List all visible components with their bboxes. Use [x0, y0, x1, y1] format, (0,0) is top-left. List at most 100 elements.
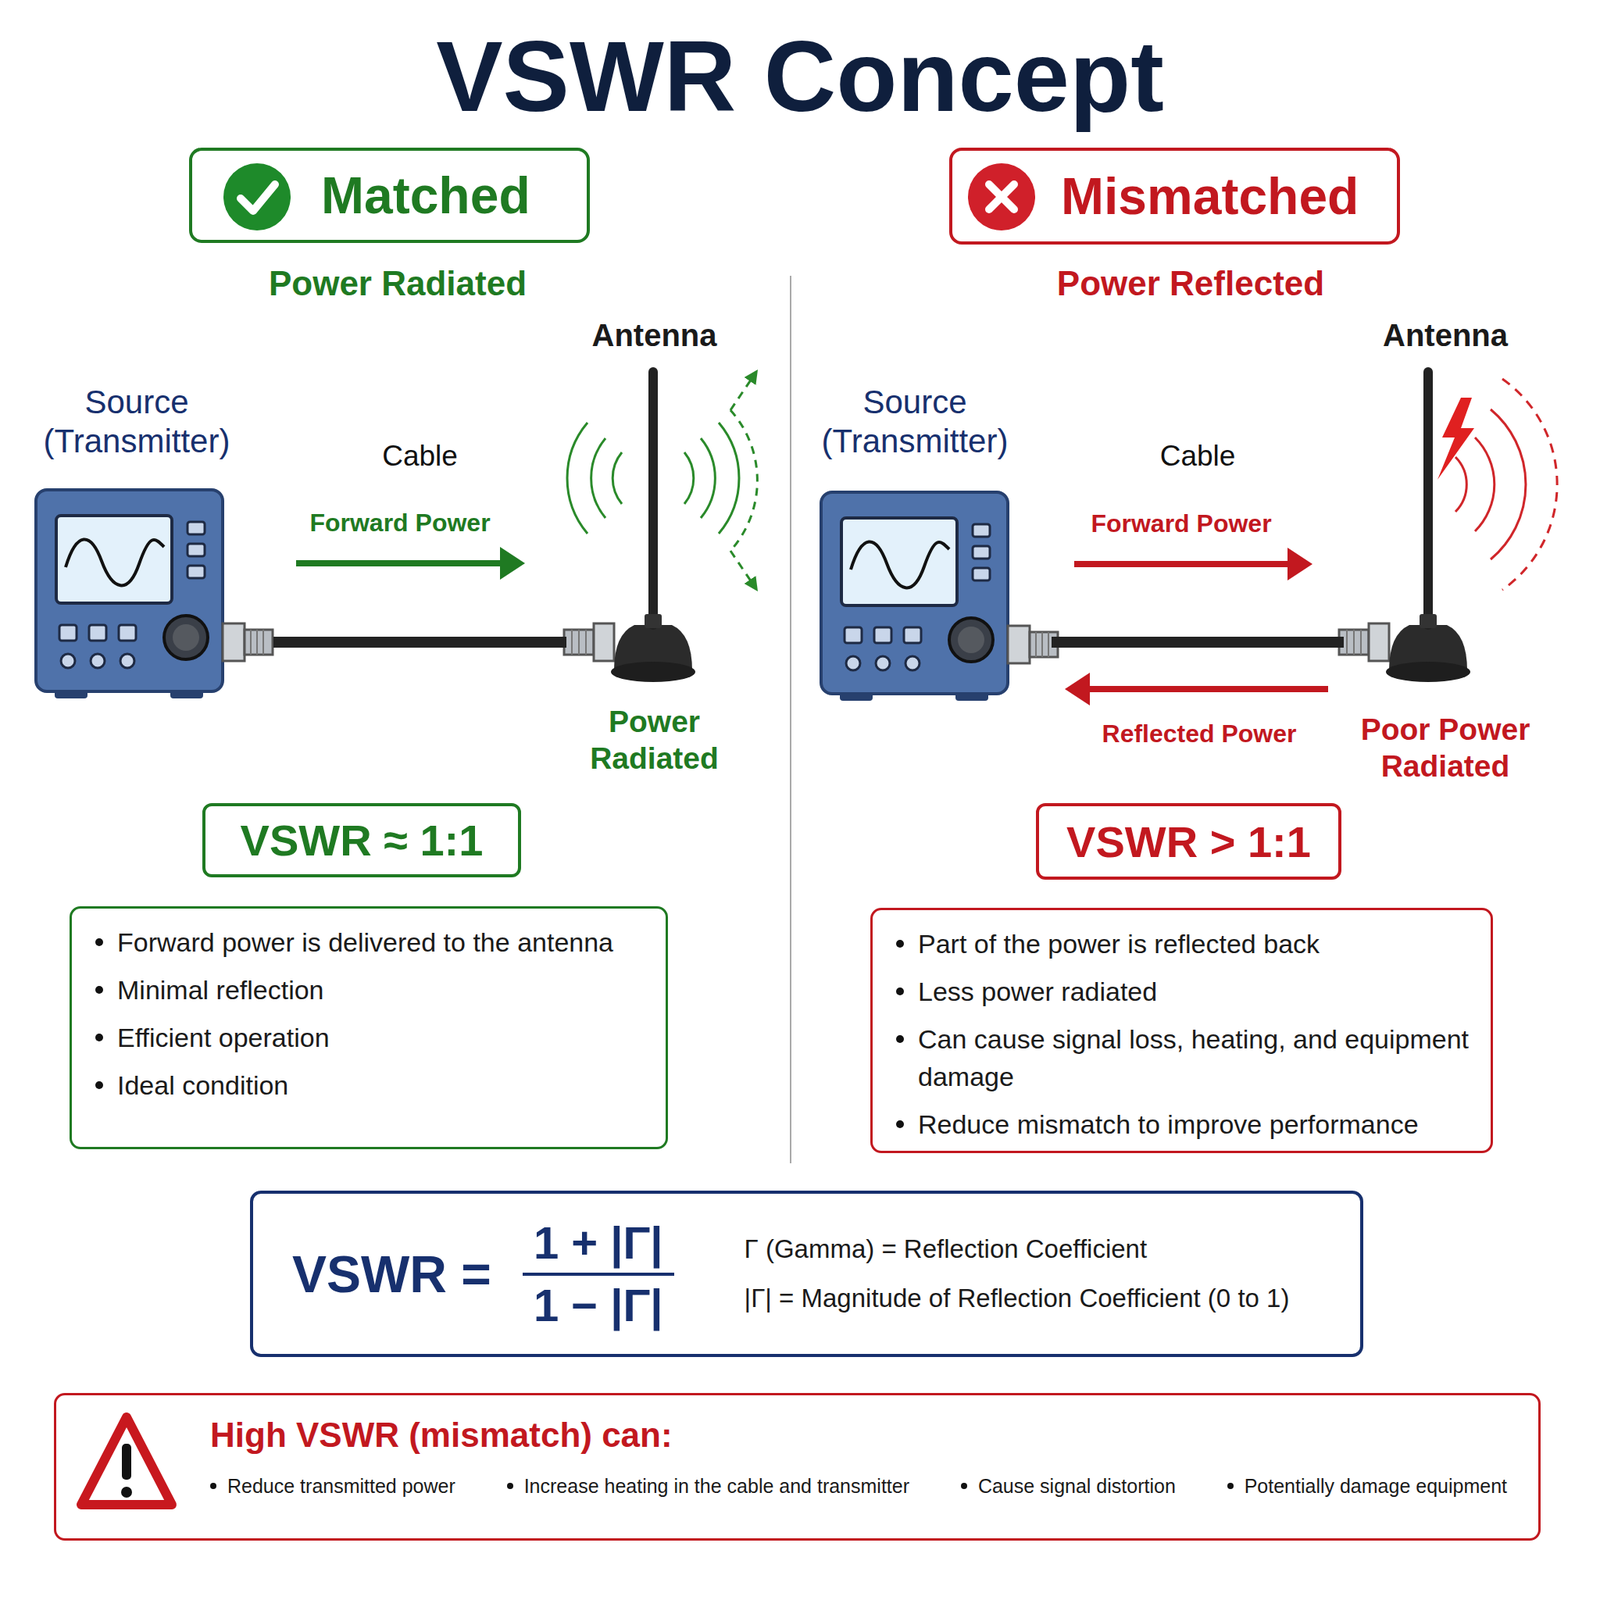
bullet-item: Efficient operation — [95, 1018, 647, 1057]
formula-box: VSWR = 1 + |Γ|1 − |Γ| Γ (Gamma) = Reflecti… — [250, 1190, 1364, 1358]
bullet-dot — [896, 1120, 904, 1129]
src-box: Source (Transmitter) — [15, 382, 274, 704]
warning-icon — [121, 1486, 133, 1498]
radio-waves — [700, 438, 715, 518]
bullet-item: Reduce mismatch to improve performance — [896, 1105, 1472, 1143]
bullet-text: Part of the power is reflected back — [917, 925, 1320, 963]
antenna-figure — [1339, 367, 1471, 683]
list-box: Part of the power is reflected backLess … — [870, 907, 1493, 1154]
page-title: VSWR Concept — [0, 16, 1600, 137]
bullet-dot — [896, 987, 904, 996]
formula-lhs: VSWR = — [292, 1244, 492, 1304]
bullet-text: Reduce transmitted power — [227, 1474, 456, 1498]
device-label: Source (Transmitter) — [15, 382, 258, 462]
bullet-dot — [896, 939, 904, 948]
cross-icon — [967, 163, 1036, 231]
badge-title: Mismatched — [1060, 166, 1359, 226]
bullet-text: Efficient operation — [117, 1018, 330, 1057]
radio-waves — [718, 422, 740, 534]
formula-note: Γ (Gamma) = Reflection Coefficient — [744, 1225, 1290, 1275]
bullet-text: Less power radiated — [917, 972, 1158, 1011]
text-label: Reflected Power — [1102, 718, 1297, 749]
antenna-figure — [564, 367, 696, 683]
bullet-text: Reduce mismatch to improve performance — [917, 1105, 1419, 1143]
bullet-text: Increase heating in the cable and transm… — [524, 1474, 910, 1498]
bullet-text: Forward power is delivered to the antenn… — [117, 923, 614, 961]
formula-note: |Γ| = Magnitude of Reflection Coefficien… — [744, 1274, 1290, 1324]
formula-notes: Γ (Gamma) = Reflection Coefficient|Γ| = … — [744, 1225, 1290, 1323]
bullet-item: Forward power is delivered to the antenn… — [95, 923, 647, 961]
text-label: Power Radiated — [268, 263, 527, 305]
edge-label: Cable — [377, 439, 463, 474]
bullet-dot — [95, 1081, 104, 1090]
radio-waves — [567, 371, 758, 590]
warn-box: High VSWR (mismatch) can: Reduce transmit… — [53, 1392, 1541, 1541]
bullet-dot — [95, 938, 104, 947]
bullet-dot — [896, 1035, 904, 1043]
vswr-value: VSWR ≈ 1:1 — [240, 814, 484, 866]
reflected-waves — [1502, 378, 1558, 590]
bullet-item: Minimal reflection — [95, 971, 647, 1009]
radio-waves — [567, 422, 588, 534]
ant-box: AntennaPoor Power Radiated — [1343, 316, 1547, 786]
radio-waves — [730, 410, 758, 551]
cross-icon — [967, 163, 1036, 231]
bullet-item: Less power radiated — [896, 972, 1472, 1011]
text-label: Forward Power — [1090, 508, 1272, 539]
radio-waves — [591, 438, 606, 518]
transmitter-device — [35, 489, 273, 699]
antenna-label: Antenna — [592, 316, 718, 354]
forward-power-arrow — [1287, 547, 1313, 581]
badge-title: Matched — [321, 165, 531, 225]
bullet-text: Potentially damage equipment — [1244, 1474, 1508, 1498]
warning-icon — [121, 1443, 132, 1480]
list-box: Forward power is delivered to the antenn… — [69, 906, 668, 1150]
coax-cable — [273, 636, 567, 648]
device-label: Source (Transmitter) — [793, 382, 1036, 462]
bullet-item: Ideal condition — [95, 1066, 647, 1104]
warning-icon — [81, 1417, 172, 1505]
bullet-dot — [960, 1482, 968, 1490]
reflected-waves — [1475, 437, 1495, 532]
text-label: Power Reflected — [1057, 263, 1325, 305]
bullet-item: Cause signal distortion — [960, 1474, 1176, 1498]
fraction: 1 + |Γ|1 − |Γ| — [522, 1213, 675, 1335]
reflected-power-arrow — [1064, 672, 1090, 706]
bullet-item: Potentially damage equipment — [1227, 1474, 1508, 1498]
warning-heading: High VSWR (mismatch) can: — [210, 1412, 1508, 1458]
fraction-bar — [522, 1272, 675, 1276]
cross-icon — [989, 184, 1015, 210]
radio-waves — [730, 550, 757, 590]
bullet-text: Ideal condition — [117, 1066, 289, 1104]
bullet-text: Can cause signal loss, heating, and equi… — [917, 1020, 1472, 1096]
lightning-bolt — [1437, 397, 1475, 480]
radiation-label: Power Radiated — [566, 703, 743, 778]
text-label: Forward Power — [309, 507, 490, 538]
radio-waves — [612, 452, 622, 504]
check-icon — [223, 163, 291, 231]
bullet-item: Part of the power is reflected back — [896, 925, 1472, 963]
forward-power-arrow — [1074, 560, 1290, 568]
reflected-waves — [1490, 409, 1526, 560]
badge-box: Mismatched — [949, 147, 1400, 245]
vswr-box: VSWR > 1:1 — [1035, 803, 1342, 880]
bullet-text: Cause signal distortion — [978, 1474, 1176, 1498]
ant-box: AntennaPower Radiated — [566, 316, 743, 778]
vswr-box: VSWR ≈ 1:1 — [202, 803, 522, 878]
edge-label: Cable — [1155, 439, 1241, 474]
reflected-waves — [1455, 378, 1558, 590]
transmitter-device — [821, 492, 1058, 701]
forward-power-arrow — [296, 546, 525, 580]
forward-power-arrow — [500, 546, 525, 580]
bullet-item: Increase heating in the cable and transm… — [507, 1474, 910, 1498]
reflected-waves — [1455, 457, 1467, 512]
bullet-dot — [210, 1482, 217, 1490]
numerator: 1 + |Γ| — [522, 1213, 675, 1272]
forward-power-arrow — [1074, 547, 1313, 581]
coax-cable — [1051, 636, 1344, 648]
bullet-dot — [1227, 1482, 1234, 1490]
forward-power-arrow — [296, 560, 502, 567]
denominator: 1 − |Γ| — [522, 1275, 675, 1335]
